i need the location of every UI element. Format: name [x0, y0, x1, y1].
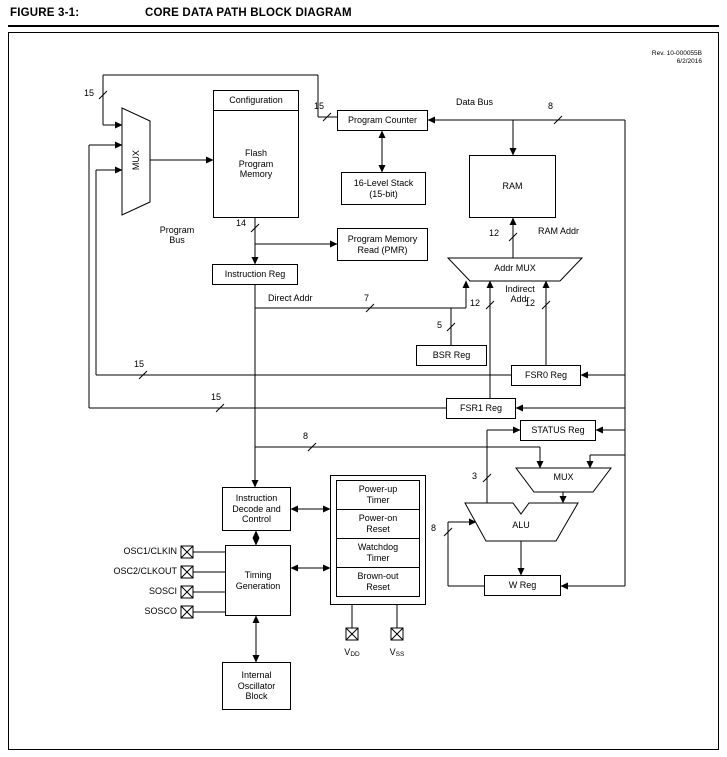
width-12-fsr0-addr: 12	[525, 298, 536, 308]
width-15-pc-mux: 15	[84, 88, 95, 98]
instruction-reg-block: Instruction Reg	[212, 264, 298, 285]
configuration-block: Configuration	[213, 90, 299, 111]
width-14-program-bus: 14	[236, 218, 247, 228]
revision-note: Rev. 10-000055B 6/2/2016	[598, 50, 702, 66]
alu-shape	[464, 502, 579, 542]
revision-line1: Rev. 10-000055B	[651, 50, 702, 57]
pmr-block: Program Memory Read (PMR)	[337, 228, 428, 261]
sosci-pin-icon	[180, 585, 194, 599]
sosco-pin-icon	[180, 605, 194, 619]
bus-width-slashes	[98, 90, 563, 537]
w-reg-block: W Reg	[484, 575, 561, 596]
mux-right-shape	[515, 467, 612, 493]
width-7-direct: 7	[364, 293, 370, 303]
instruction-decode-block: Instruction Decode and Control	[222, 487, 291, 531]
direct-addr-label: Direct Addr	[268, 293, 313, 303]
vdd-pin-label: VDD	[344, 647, 360, 658]
width-8-data-bus: 8	[548, 101, 554, 111]
timing-generation-block: Timing Generation	[225, 545, 291, 616]
width-12-ram-addr: 12	[489, 228, 500, 238]
width-15-fsr0: 15	[134, 359, 145, 369]
bsr-reg-block: BSR Reg	[416, 345, 487, 366]
vdd-pin-icon	[345, 627, 359, 641]
indirect-addr-label: Indirect Addr	[505, 284, 535, 305]
addr-mux-shape	[446, 257, 584, 282]
pin-icons	[180, 545, 404, 641]
fsr1-reg-block: FSR1 Reg	[446, 398, 516, 419]
figure-frame	[8, 32, 719, 750]
osc1-pin-label: OSC1/CLKIN	[123, 546, 177, 556]
alu-label: ALU	[512, 520, 530, 530]
brown-out-reset-block: Brown-out Reset	[336, 567, 420, 597]
vss-pin-label: VSS	[389, 647, 405, 658]
ram-block: RAM	[469, 155, 556, 218]
watchdog-timer-block: Watchdog Timer	[336, 538, 420, 568]
sosco-pin-label: SOSCO	[144, 606, 177, 616]
osc2-pin-icon	[180, 565, 194, 579]
width-3-flags: 3	[472, 471, 478, 481]
width-8-w-alu: 8	[431, 523, 437, 533]
connectors	[88, 74, 626, 663]
revision-line2: 6/2/2016	[676, 58, 702, 66]
program-bus-label: Program Bus	[159, 225, 195, 246]
width-5-bsr: 5	[437, 320, 443, 330]
ram-addr-label: RAM Addr	[538, 226, 580, 236]
data-bus-label: Data Bus	[456, 97, 494, 107]
osc2-pin-label: OSC2/CLKOUT	[113, 566, 177, 576]
figure-title: CORE DATA PATH BLOCK DIAGRAM	[145, 7, 352, 19]
width-15-pc: 15	[314, 101, 325, 111]
power-on-reset-block: Power-on Reset	[336, 509, 420, 539]
fsr0-reg-block: FSR0 Reg	[511, 365, 581, 386]
width-8-literal: 8	[303, 431, 309, 441]
width-12-fsr1-addr: 12	[470, 298, 481, 308]
vss-pin-icon	[390, 627, 404, 641]
program-counter-block: Program Counter	[337, 110, 428, 131]
status-reg-block: STATUS Reg	[520, 420, 596, 441]
stack-block: 16-Level Stack (15-bit)	[341, 172, 426, 205]
width-15-fsr1: 15	[211, 392, 222, 402]
mux-right-label: MUX	[553, 472, 574, 482]
mux-left-label: MUX	[130, 150, 141, 171]
internal-oscillator-block: Internal Oscillator Block	[222, 662, 291, 710]
figure-label: FIGURE 3-1:	[10, 7, 80, 19]
flash-program-memory-block: Flash Program Memory	[213, 110, 299, 218]
title-underline	[8, 25, 719, 27]
sosci-pin-label: SOSCI	[148, 586, 177, 596]
power-up-timer-block: Power-up Timer	[336, 480, 420, 510]
addr-mux-label: Addr MUX	[494, 263, 536, 273]
mux-left-shape	[121, 107, 151, 216]
osc1-pin-icon	[180, 545, 194, 559]
